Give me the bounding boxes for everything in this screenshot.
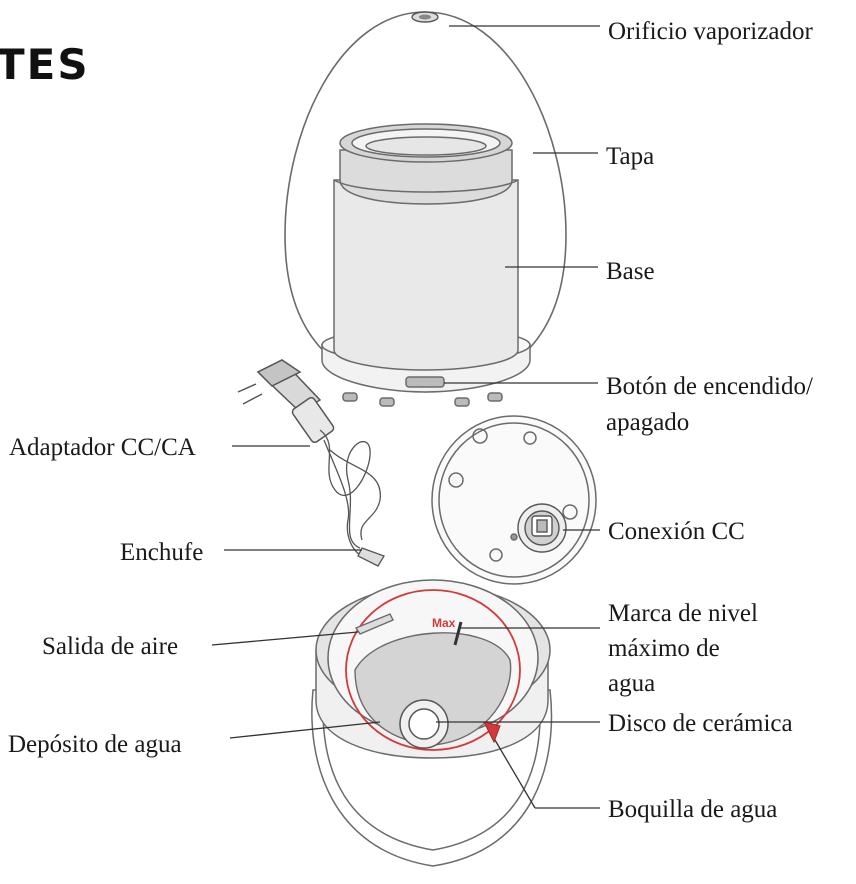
label-base: Base: [606, 258, 655, 285]
label-tapa: Tapa: [606, 143, 655, 170]
dc-socket: [517, 503, 567, 553]
max-level-marker: Max: [432, 616, 463, 646]
label-deposito-de-agua: Depósito de agua: [8, 731, 182, 758]
base-underside: [431, 415, 597, 585]
label-boquilla-de-agua: Boquilla de agua: [608, 796, 778, 823]
ceramic-disc: [399, 699, 449, 749]
label-enchufe: Enchufe: [120, 539, 204, 566]
section-heading: TES: [0, 40, 90, 89]
label-disco-de-ceramica: Disco de cerámica: [608, 710, 793, 737]
label-adaptador: Adaptador CC/CA: [9, 434, 196, 461]
adapter-plug: [237, 359, 335, 444]
air-outlet: [354, 613, 394, 635]
vapor-hole: [411, 11, 439, 23]
leader-lines: [211, 25, 600, 809]
label-boton-line2: apagado: [606, 409, 690, 436]
label-salida-de-aire: Salida de aire: [42, 633, 179, 660]
label-conexion-cc: Conexión CC: [608, 518, 745, 545]
base-cylinder: [333, 123, 519, 371]
label-marca-line1: Marca de nivel: [608, 600, 758, 627]
label-marca-line2: máximo de: [608, 635, 720, 662]
max-mark-text: Max: [432, 616, 456, 630]
label-marca-line3: agua: [608, 670, 656, 697]
label-boton-line1: Botón de encendido/: [606, 373, 813, 400]
label-orificio-vaporizador: Orificio vaporizador: [608, 18, 813, 45]
water-nozzle: [483, 721, 501, 744]
adapter-cable: [319, 429, 381, 558]
tank-cone: [354, 632, 512, 746]
dc-plug: [357, 547, 385, 567]
